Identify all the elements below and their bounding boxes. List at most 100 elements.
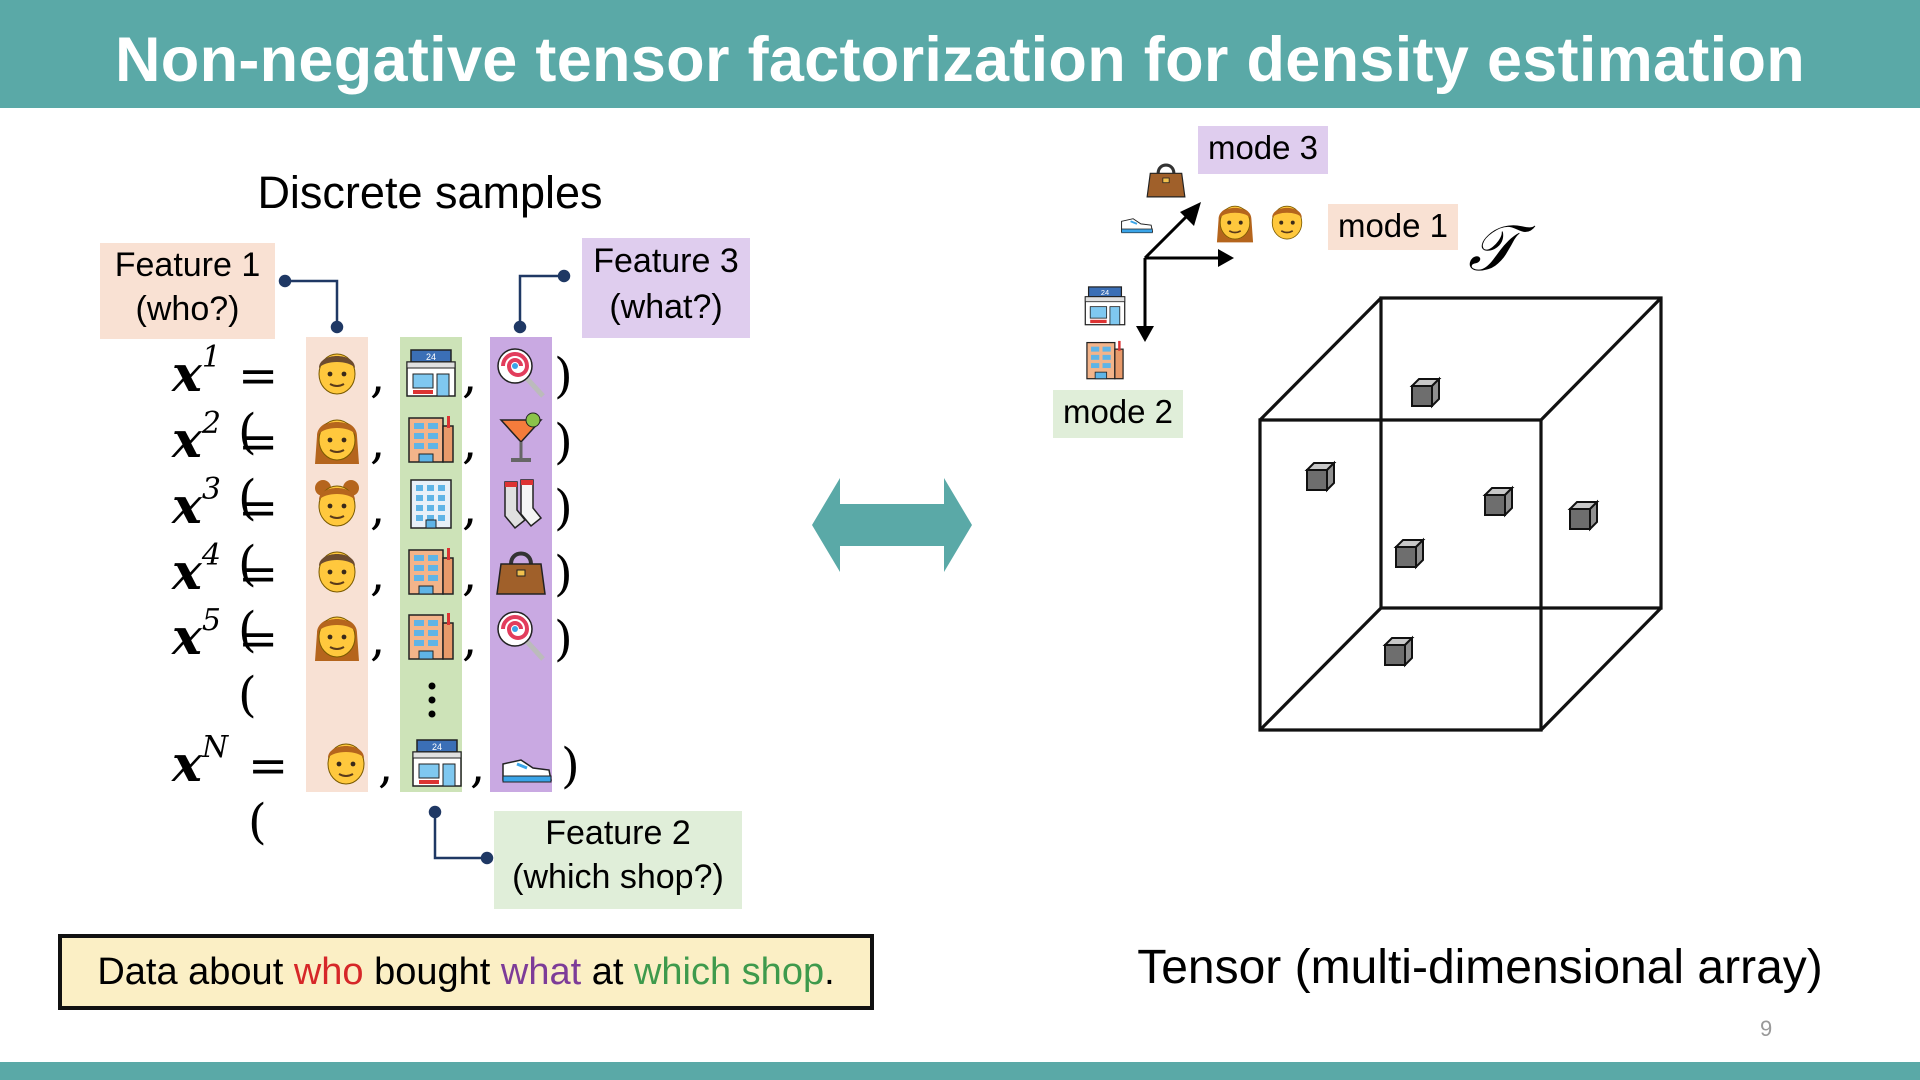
who-cell bbox=[309, 344, 365, 400]
shop-cell bbox=[403, 542, 459, 598]
what-cell bbox=[493, 344, 549, 400]
comma: , bbox=[462, 414, 478, 470]
sneaker-icon bbox=[1112, 202, 1162, 238]
tensor-entry-cube bbox=[1411, 378, 1440, 407]
row-superscript: 1 bbox=[201, 340, 221, 376]
tensor-caption: Tensor (multi-dimensional array) bbox=[1137, 941, 1823, 994]
close-paren: ) bbox=[554, 546, 573, 602]
comma: , bbox=[462, 546, 478, 602]
caption-part: bought bbox=[363, 951, 501, 993]
equals-open: = ( bbox=[238, 546, 279, 658]
comma: , bbox=[370, 546, 386, 602]
feature-2-title: Feature 2 bbox=[545, 814, 691, 852]
comma: , bbox=[370, 611, 386, 667]
row-variable: x4 bbox=[172, 538, 221, 601]
svg-text:24: 24 bbox=[426, 352, 436, 362]
feature-2-label: Feature 2 (which shop?) bbox=[494, 811, 742, 909]
boy-icon bbox=[1264, 198, 1310, 244]
feature-3-title: Feature 3 bbox=[593, 242, 739, 280]
feature-1-question: (who?) bbox=[135, 290, 240, 328]
what-cell bbox=[499, 734, 555, 790]
caption-part: . bbox=[824, 951, 835, 993]
feature-2-question: (which shop?) bbox=[512, 858, 724, 896]
row-variable-symbol: x bbox=[172, 734, 202, 793]
comma: , bbox=[370, 414, 386, 470]
row-variable-symbol: x bbox=[172, 344, 202, 403]
tensor-entry-cube bbox=[1484, 487, 1513, 516]
comma: , bbox=[378, 738, 394, 794]
who-cell bbox=[309, 542, 365, 598]
svg-text:24: 24 bbox=[432, 742, 442, 752]
equals-open: = ( bbox=[238, 480, 279, 592]
comma: , bbox=[462, 611, 478, 667]
what-cell bbox=[493, 410, 549, 466]
tensor-entry-cube bbox=[1395, 539, 1424, 568]
row-superscript: N bbox=[201, 730, 229, 766]
what-cell bbox=[493, 542, 549, 598]
row-superscript: 5 bbox=[201, 603, 221, 639]
department-store-icon bbox=[1082, 336, 1128, 382]
footer-bar bbox=[0, 1062, 1920, 1080]
caption-part: Data about bbox=[97, 951, 294, 993]
row-variable: xN bbox=[172, 730, 228, 793]
row-variable: x3 bbox=[172, 472, 221, 535]
comma: , bbox=[470, 738, 486, 794]
equals-open: = ( bbox=[238, 348, 279, 460]
discrete-samples-heading: Discrete samples bbox=[257, 167, 603, 218]
row-variable: x1 bbox=[172, 340, 221, 403]
comma: , bbox=[370, 348, 386, 404]
row-superscript: 3 bbox=[201, 472, 221, 508]
caption-part: at bbox=[581, 951, 634, 993]
mode-axes bbox=[1136, 202, 1234, 342]
mode-3-label: mode 3 bbox=[1198, 126, 1328, 174]
row-variable: x2 bbox=[172, 406, 221, 469]
comma: , bbox=[462, 480, 478, 536]
row-variable-symbol: x bbox=[172, 476, 202, 535]
page-number: 9 bbox=[1760, 1016, 1773, 1041]
comma: , bbox=[370, 480, 386, 536]
who-cell bbox=[309, 607, 365, 663]
mode-1-label: mode 1 bbox=[1328, 204, 1458, 250]
equals-open: = ( bbox=[238, 414, 279, 526]
tensor-entry-cube bbox=[1384, 637, 1413, 666]
handbag-icon bbox=[1144, 154, 1188, 202]
data-caption: Data about who bought what at which shop… bbox=[62, 938, 870, 1006]
who-cell bbox=[309, 476, 365, 532]
tensor-cube bbox=[1258, 296, 1663, 732]
double-arrow-icon bbox=[812, 478, 972, 572]
shop-cell: 24 bbox=[409, 734, 465, 790]
row-variable-symbol: x bbox=[172, 607, 202, 666]
close-paren: ) bbox=[554, 414, 573, 470]
shop-cell bbox=[403, 476, 459, 532]
caption-shop: which shop bbox=[633, 951, 825, 993]
shop-cell bbox=[403, 410, 459, 466]
shop-cell: 24 bbox=[403, 344, 459, 400]
equals-open: = ( bbox=[238, 611, 279, 723]
tensor-symbol: 𝒯 bbox=[1468, 212, 1518, 286]
row-variable: x5 bbox=[172, 603, 221, 666]
title-bar bbox=[0, 0, 1920, 108]
caption-who: who bbox=[293, 951, 364, 993]
close-paren: ) bbox=[554, 611, 573, 667]
close-paren: ) bbox=[561, 738, 580, 794]
feature-1-title: Feature 1 bbox=[114, 246, 261, 284]
close-paren: ) bbox=[554, 348, 573, 404]
svg-text:24: 24 bbox=[1101, 288, 1109, 297]
row-superscript: 4 bbox=[201, 538, 221, 574]
tensor-entry-cube bbox=[1306, 462, 1335, 491]
shop-cell bbox=[403, 607, 459, 663]
comma: , bbox=[462, 348, 478, 404]
who-cell bbox=[318, 734, 374, 790]
caption-what: what bbox=[500, 951, 582, 993]
feature-3-question: (what?) bbox=[609, 288, 723, 326]
slide-title: Non-negative tensor factorization for de… bbox=[114, 25, 1806, 95]
convenience-store-icon: 24 bbox=[1082, 282, 1128, 328]
what-cell bbox=[493, 607, 549, 663]
data-caption-box: Data about who bought what at which shop… bbox=[58, 934, 874, 1010]
row-variable-symbol: x bbox=[172, 542, 202, 601]
what-cell bbox=[493, 476, 549, 532]
row-variable-symbol: x bbox=[172, 410, 202, 469]
row-superscript: 2 bbox=[201, 406, 221, 442]
